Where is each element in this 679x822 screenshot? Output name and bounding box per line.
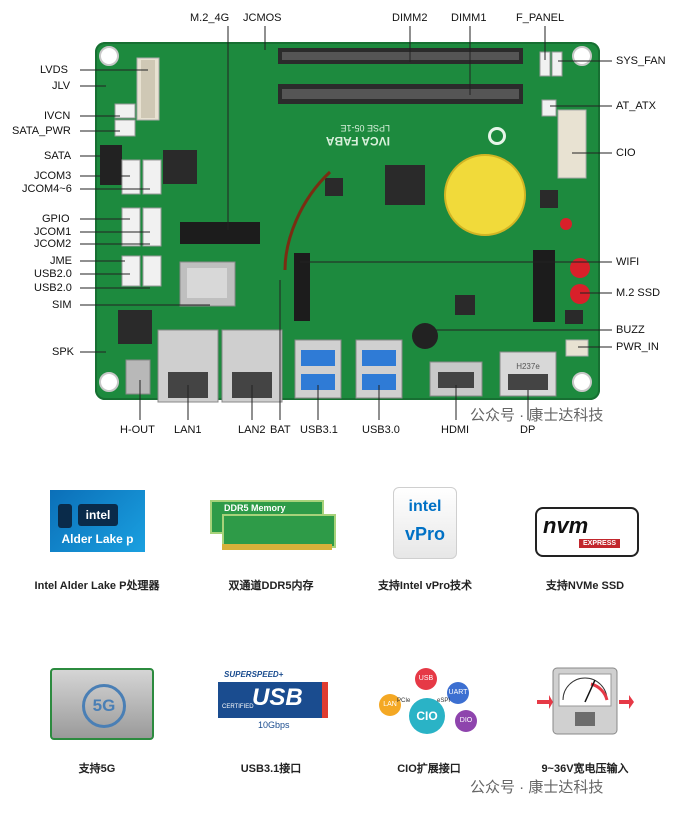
label-usb31: USB3.1: [300, 424, 338, 436]
label-sata: SATA: [44, 150, 72, 162]
label-dp: DP: [520, 424, 536, 436]
usb20-header: [142, 255, 162, 287]
feature-label-voltage: 9~36V宽电压输入: [541, 763, 629, 775]
feature-label-alder-lake: Intel Alder Lake P处理器: [34, 580, 160, 592]
cmos-battery: [444, 154, 526, 236]
silkscreen-text: IVCA FABA: [325, 134, 390, 148]
ivcn-header: [114, 103, 136, 119]
sys-fan-header: [551, 51, 563, 77]
5g-module-icon: 5G: [50, 668, 154, 740]
capacitor: [570, 284, 590, 304]
feature-label-usb: USB3.1接口: [240, 763, 302, 775]
h-out-jack: [125, 359, 151, 395]
alder-lake-icon: intel Alder Lake p: [50, 490, 145, 552]
chip: [163, 150, 197, 184]
label-jcom4-6: JCOM4~6: [22, 183, 72, 195]
ddr5-memory-icon: DDR5 Memory: [210, 500, 336, 555]
label-h-out: H-OUT: [120, 424, 155, 436]
chip: [565, 310, 583, 324]
label-gpio: GPIO: [42, 213, 70, 225]
feature-label-nvme: 支持NVMe SSD: [545, 580, 625, 592]
board-components: LPSE 05-1E IVCA FABA: [80, 26, 612, 420]
chip: [540, 190, 558, 208]
jcom3-header: [121, 159, 141, 195]
usb20-header: [121, 255, 141, 287]
chip: [325, 178, 343, 196]
label-dimm2: DIMM2: [392, 12, 428, 24]
label-dimm1: DIMM1: [451, 12, 487, 24]
label-pwr-in: PWR_IN: [616, 341, 659, 353]
at-atx-jumper: [541, 99, 557, 117]
feature-label-ddr5: 双通道DDR5内存: [228, 580, 314, 592]
mount-hole: [99, 372, 119, 392]
label-m2-4g: M.2_4G: [190, 12, 230, 24]
label-jcom1: JCOM1: [34, 226, 72, 238]
label-jcom2: JCOM2: [34, 238, 72, 250]
label-usb20-b: USB2.0: [34, 282, 72, 294]
dp-chip-label: H237e: [516, 362, 540, 371]
capacitor: [560, 218, 572, 230]
feature-label-vpro: 支持Intel vPro技术: [377, 580, 473, 592]
m2-4g-slot: [180, 222, 260, 244]
watermark: 公众号 · 康士达科技: [470, 407, 604, 424]
label-spk: SPK: [52, 346, 75, 358]
silkscreen-text: LPSE 05-1E: [340, 123, 390, 133]
label-sys-fan: SYS_FAN: [616, 55, 666, 67]
label-bat: BAT: [270, 424, 291, 436]
dimm2-slot-inner: [282, 52, 519, 60]
label-lan2: LAN2: [238, 424, 266, 436]
jcom2-header: [142, 207, 162, 247]
feature-label-cio: CIO扩展接口: [397, 763, 461, 775]
label-ivcn: IVCN: [44, 110, 71, 122]
label-jcmos: JCMOS: [243, 12, 282, 24]
label-hdmi: HDMI: [441, 424, 470, 436]
sata-connector: [100, 145, 122, 185]
m2-ssd-slot: [533, 250, 555, 322]
label-m2-ssd: M.2 SSD: [616, 287, 661, 299]
label-usb20-a: USB2.0: [34, 268, 72, 280]
chip: [118, 310, 152, 344]
mount-hole: [99, 46, 119, 66]
label-buzz: BUZZ: [616, 324, 645, 336]
label-sim: SIM: [52, 299, 72, 311]
label-lan1: LAN1: [174, 424, 202, 436]
label-jlv: JLV: [52, 80, 71, 92]
nvme-icon: nvm EXPRESS: [535, 507, 639, 557]
label-lvds: LVDS: [40, 64, 68, 76]
jcom4-6-header: [142, 159, 162, 195]
gpio-header: [121, 207, 141, 247]
chip: [385, 165, 425, 205]
label-usb30: USB3.0: [362, 424, 400, 436]
label-f-panel: F_PANEL: [516, 12, 565, 24]
watermark: 公众号 · 康士达科技: [470, 779, 604, 796]
voltage-meter-icon: [537, 667, 634, 735]
cio-expansion-icon: USB UART LAN DIO CIO PCIe eSPI: [375, 668, 485, 740]
pwr-in-connector: [565, 339, 589, 357]
mount-hole: [572, 372, 592, 392]
label-at-atx: AT_ATX: [616, 100, 656, 112]
intel-vpro-icon: intel vPro: [393, 487, 457, 559]
label-wifi: WIFI: [616, 256, 640, 268]
chip: [455, 295, 475, 315]
buzzer: [412, 323, 438, 349]
label-sata-pwr: SATA_PWR: [12, 125, 71, 137]
cio-connector: [557, 109, 587, 179]
label-jme: JME: [50, 255, 72, 267]
dimm1-slot-inner: [282, 89, 519, 99]
label-jcom3: JCOM3: [34, 170, 72, 182]
capacitor: [570, 258, 590, 278]
usb-superspeed-icon: SUPERSPEED+ USB CERTIFIED 10Gbps: [218, 670, 328, 736]
label-cio: CIO: [616, 147, 636, 159]
wifi-slot: [294, 253, 310, 321]
feature-label-5g: 支持5G: [78, 763, 116, 775]
sata-pwr-header: [114, 119, 136, 137]
